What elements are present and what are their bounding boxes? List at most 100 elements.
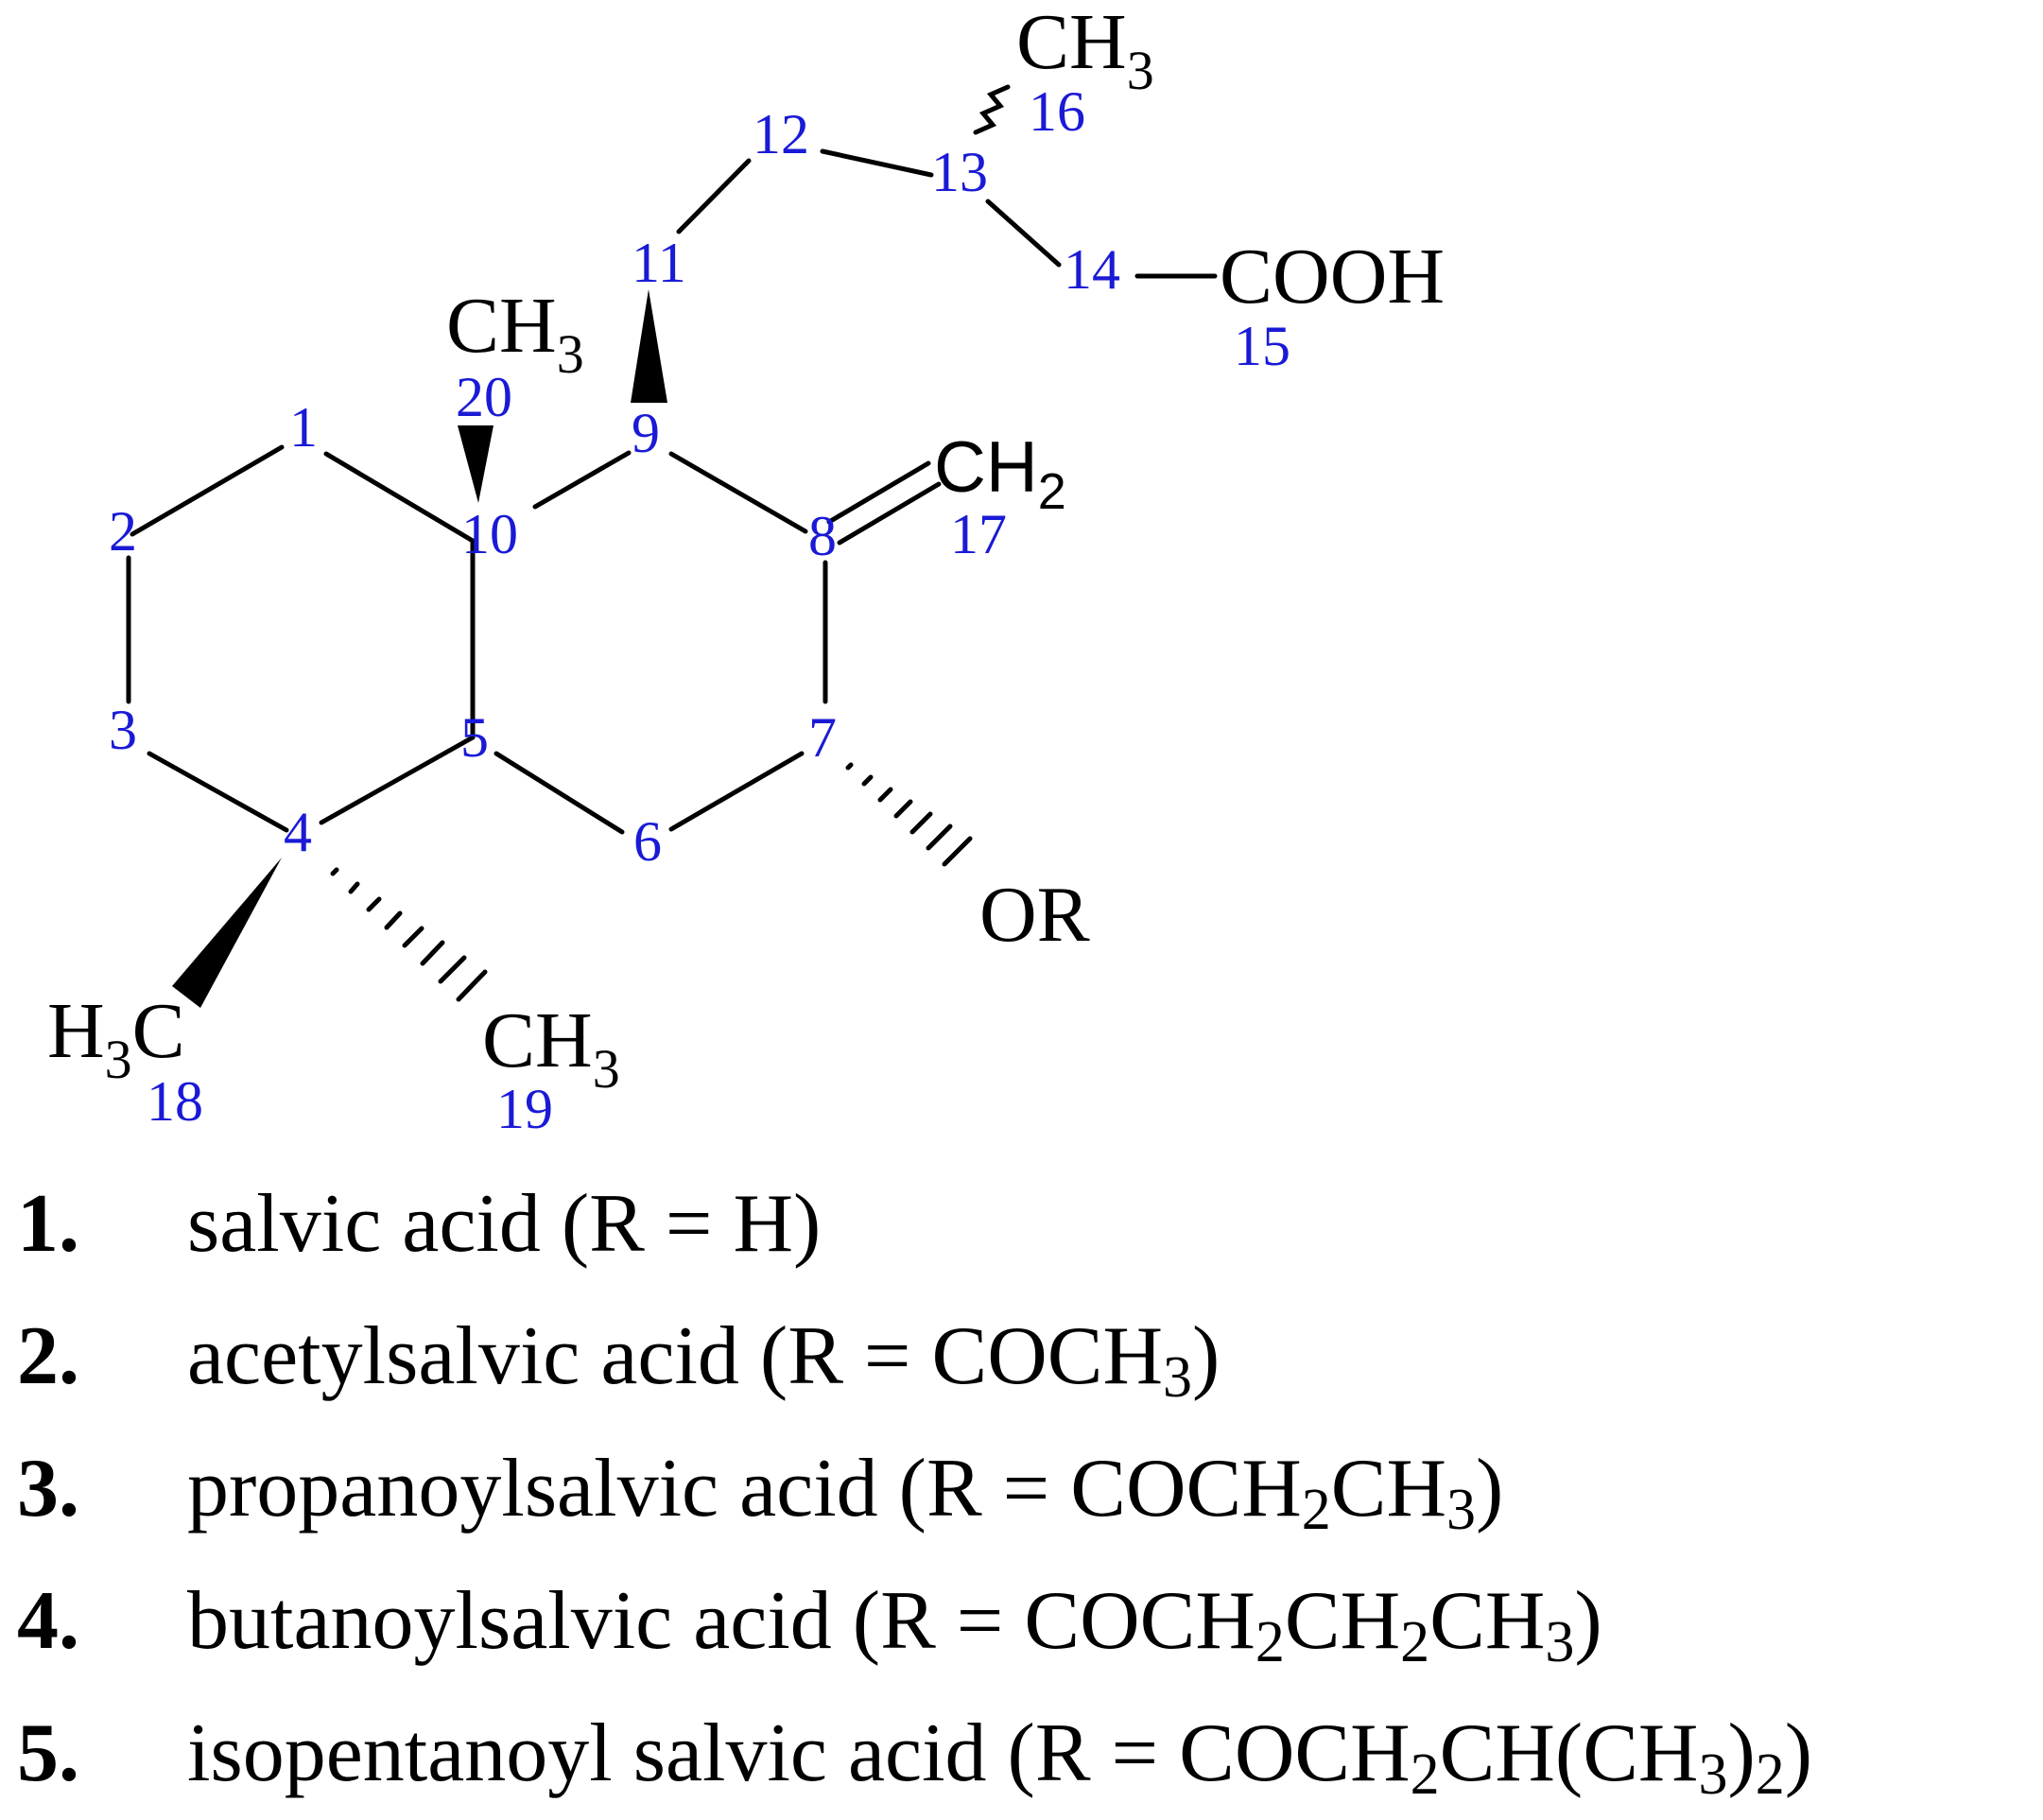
bond-12-13 [820, 148, 934, 178]
atom-number-4: 4 [284, 801, 312, 863]
compound-list: 1. salvic acid (R = H) 2. acetylsalvic acid… [17, 1158, 2031, 1820]
double-bond-line-2 [837, 481, 942, 546]
compound-r-group: (R = COCH3) [759, 1310, 1221, 1407]
group-h3c-18: H3C [47, 987, 185, 1090]
compound-name-text: butanoylsalvic acid [187, 1575, 853, 1667]
atom-number-3: 3 [109, 699, 137, 761]
atom-number-1: 1 [289, 396, 318, 459]
compound-number: 1. [17, 1178, 79, 1270]
compound-r-group: (R = COCH2CH2CH3) [852, 1575, 1602, 1672]
bond-7-6 [668, 751, 805, 832]
bond-9-8 [668, 451, 808, 534]
compound-number: 4. [17, 1575, 79, 1667]
hashed-bond-7-OR [845, 762, 973, 867]
bond-3-4 [147, 751, 289, 833]
group-ch3-20: CH3 [446, 282, 584, 385]
atom-number-5: 5 [460, 706, 489, 769]
bond-1-2 [130, 444, 285, 537]
r-group-part: (R = H) [561, 1178, 822, 1270]
r-group-part: (R = COCH [759, 1310, 1164, 1402]
group-ch2-17: CH2 [934, 427, 1066, 520]
compound-name: isopentanoyl salvic acid (R = COCH2CH(CH… [187, 1688, 1812, 1820]
wedge-bond-9-11 [631, 289, 667, 403]
atom-number-12: 12 [753, 103, 809, 165]
r-group-part: 2 [1410, 1742, 1440, 1807]
r-group-part: (R = COCH [852, 1575, 1255, 1667]
atom-number-9: 9 [632, 402, 660, 464]
r-group-part: 3 [1698, 1742, 1728, 1807]
group-ch3-19: CH3 [482, 997, 620, 1100]
bond-10-9 [532, 450, 632, 510]
atom-number-19: 19 [496, 1078, 553, 1140]
compound-name-text: isopentanoyl salvic acid [187, 1707, 1008, 1799]
compound-name: salvic acid (R = H) [187, 1158, 821, 1291]
compound-name-text: propanoylsalvic acid [187, 1443, 899, 1534]
ring-b-bonds [493, 450, 828, 835]
r-group-part: CH [1429, 1575, 1546, 1667]
atom-number-16: 16 [1029, 80, 1085, 143]
double-bond-line-1 [826, 460, 931, 525]
compound-r-group: (R = H) [562, 1178, 821, 1270]
r-group-part: 3 [1446, 1478, 1477, 1542]
atom-number-17: 17 [950, 503, 1007, 565]
group-or: OR [979, 871, 1090, 959]
atom-number-13: 13 [931, 141, 988, 203]
bond-4-5 [319, 735, 476, 825]
compound-number: 2. [17, 1310, 79, 1402]
atom-number-10: 10 [461, 503, 518, 565]
group-ch3-16: CH3 [1016, 0, 1154, 101]
wedge-bond-10-20 [458, 425, 493, 503]
compound-row: 4.butanoylsalvic acid (R = COCH2CH2CH3) [17, 1555, 2031, 1688]
bond-6-5 [493, 751, 625, 835]
wedge-bond-4-18 [172, 858, 282, 1008]
r-group-part: 2 [1755, 1742, 1785, 1807]
compound-row: 5.isopentanoyl salvic acid (R = COCH2CH(… [17, 1688, 2031, 1820]
atom-number-6: 6 [633, 810, 662, 873]
atom-number-18: 18 [147, 1070, 203, 1133]
r-group-part: 3 [1163, 1345, 1193, 1410]
r-group-part: ) [1574, 1575, 1602, 1667]
compound-name: butanoylsalvic acid (R = COCH2CH2CH3) [187, 1555, 1602, 1688]
ring-a-bonds [126, 444, 476, 833]
compound-name: propanoylsalvic acid (R = COCH2CH3) [187, 1423, 1503, 1555]
atom-number-7: 7 [808, 706, 837, 769]
atom-number-11: 11 [632, 232, 686, 294]
r-group-part: 2 [1400, 1610, 1430, 1674]
r-group-part: ) [1476, 1443, 1504, 1534]
group-cooh: COOH [1220, 233, 1445, 321]
bond-13-14 [985, 199, 1062, 268]
compound-row: 2. acetylsalvic acid (R = COCH3) [17, 1291, 2031, 1423]
bond-11-12 [676, 158, 752, 234]
r-group-part: CH [1284, 1575, 1401, 1667]
wavy-bond-13-16 [973, 84, 1011, 135]
compound-number: 3. [17, 1443, 79, 1534]
compound-name-text: acetylsalvic acid [187, 1310, 760, 1402]
double-bond-8-17 [826, 460, 942, 546]
r-group-part: CH(CH [1439, 1707, 1699, 1799]
r-group-part: ) [1727, 1707, 1756, 1799]
compound-name-text: salvic acid [187, 1178, 562, 1270]
r-group-part: 2 [1301, 1478, 1331, 1542]
compound-row: 3. propanoylsalvic acid (R = COCH2CH3) [17, 1423, 2031, 1555]
compound-row: 1. salvic acid (R = H) [17, 1158, 2031, 1291]
r-group-part: CH [1330, 1443, 1447, 1534]
r-group-part: 3 [1545, 1610, 1575, 1674]
r-group-part: 2 [1255, 1610, 1285, 1674]
hashed-bond-4-19 [330, 867, 488, 1002]
atom-number-20: 20 [456, 366, 512, 428]
r-group-part: ) [1784, 1707, 1813, 1799]
r-group-part: (R = COCH [1007, 1707, 1411, 1799]
side-chain-bonds [676, 148, 1218, 279]
atom-number-14: 14 [1064, 238, 1120, 301]
r-group-part: (R = COCH [898, 1443, 1302, 1534]
atom-number-8: 8 [808, 505, 837, 567]
compound-r-group: (R = COCH2CH(CH3)2) [1007, 1707, 1813, 1804]
r-group-part: ) [1192, 1310, 1221, 1402]
bond-1-10 [323, 451, 476, 544]
compound-number: 5. [17, 1707, 79, 1799]
compound-name: acetylsalvic acid (R = COCH3) [187, 1291, 1220, 1423]
atom-number-2: 2 [109, 500, 137, 563]
atom-numbers: 1 2 3 4 5 6 7 8 9 10 11 12 13 14 15 16 1… [109, 80, 1290, 1140]
compound-r-group: (R = COCH2CH3) [898, 1443, 1504, 1539]
